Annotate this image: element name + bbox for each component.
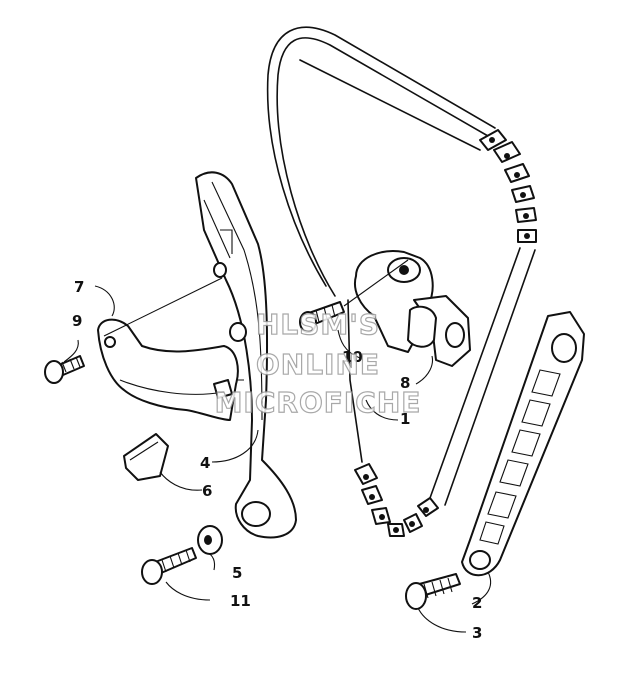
leader-lines: [63, 259, 492, 633]
callout-1: 1: [400, 410, 410, 428]
watermark-line-2: ONLINE: [256, 348, 380, 381]
slide-bracket: [97, 318, 239, 421]
slide-clip: [123, 433, 169, 481]
callout-2: 2: [472, 594, 482, 612]
callout-6: 6: [202, 482, 212, 500]
callout-numbers: 7 9 10 8 1 4 6 5 11 2 3: [72, 278, 482, 642]
chain-links-lower: [354, 463, 439, 537]
guide-bolt: [405, 573, 461, 610]
callout-5: 5: [232, 564, 242, 582]
callout-8: 8: [400, 374, 410, 392]
timing-chain: [266, 26, 537, 537]
bracket-bolt: [44, 355, 85, 384]
chain-tensioner: [354, 250, 471, 367]
callout-9: 9: [72, 312, 82, 330]
watermark-line-3: MICROFICHE: [215, 386, 422, 419]
watermark: HLSM'S ONLINE MICROFICHE: [214, 307, 422, 419]
tensioner-bolt: [299, 301, 345, 333]
callout-4: 4: [200, 454, 210, 472]
slide-bolt: [141, 547, 197, 585]
callout-3: 3: [472, 624, 482, 642]
collar: [197, 525, 223, 555]
callout-10: 10: [342, 348, 363, 366]
chain-links-upper: [479, 129, 537, 243]
chain-slide: [195, 171, 297, 539]
chain-guide: [461, 311, 585, 577]
callout-7: 7: [74, 278, 84, 296]
watermark-line-1: HLSM'S: [256, 308, 380, 341]
callout-11: 11: [230, 592, 251, 610]
